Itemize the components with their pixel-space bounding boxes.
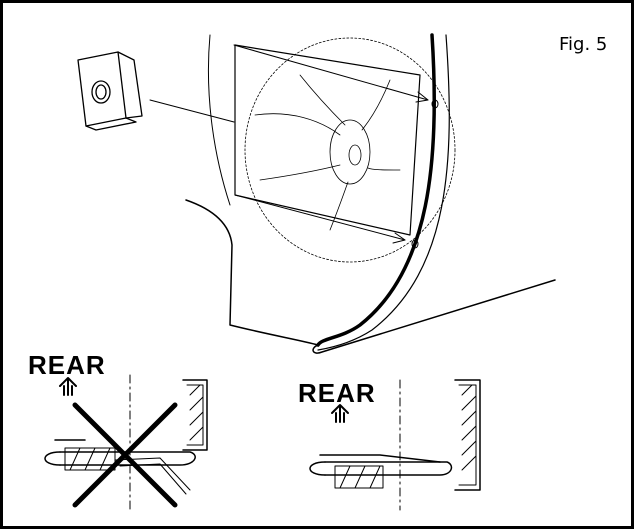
rear-label-wrong: REAR xyxy=(28,350,106,380)
leader-arrows xyxy=(149,44,429,244)
figure-label: Fig. 5 xyxy=(559,34,608,55)
x-cross-icon xyxy=(72,402,178,508)
up-arrow-icon xyxy=(59,377,77,396)
clip-detail-correct xyxy=(309,379,481,511)
mudflap-plate xyxy=(234,44,421,236)
rear-label-correct: REAR xyxy=(298,378,376,408)
wheel-outline xyxy=(244,37,456,263)
wheel-arch-panel xyxy=(185,33,556,354)
clip-detail-wrong xyxy=(44,374,208,511)
up-arrow-icon xyxy=(331,404,349,423)
clip-nut-icon xyxy=(77,51,143,131)
mounting-holes xyxy=(411,99,439,249)
